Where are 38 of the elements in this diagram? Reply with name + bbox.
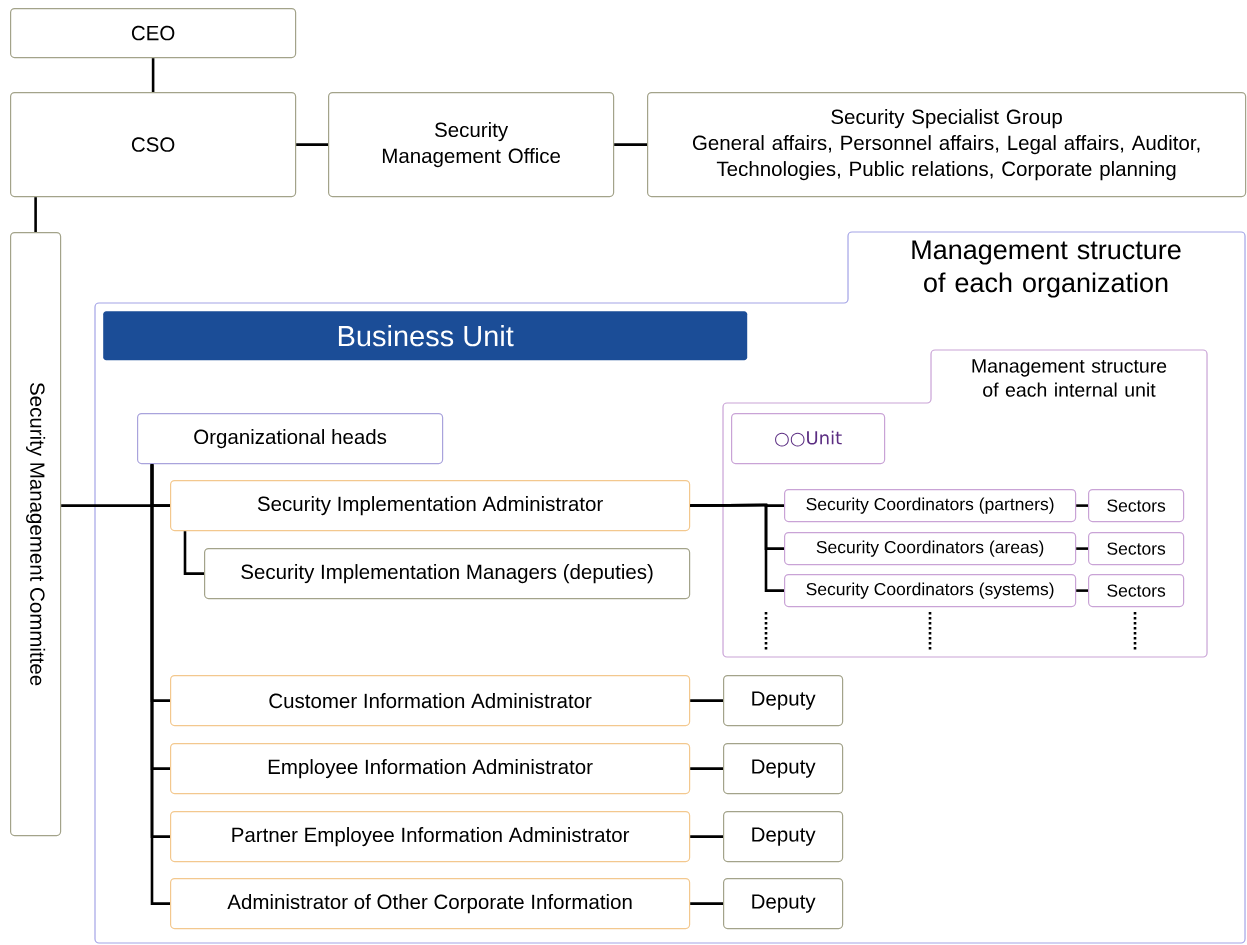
- administrator-box: Security Implementation Administrator: [170, 480, 691, 532]
- connector-line: [690, 902, 723, 905]
- unit-banner: Business Unit: [103, 311, 748, 361]
- office-box: Security Management Office: [328, 92, 615, 198]
- connector-line: [183, 531, 204, 575]
- administrator-box: Customer Information Administrator: [170, 675, 691, 727]
- coordinator-box: Security Coordinators (partners): [784, 489, 1077, 523]
- administrator-box: Employee Information Administrator: [170, 743, 691, 795]
- sectors-box: Sectors: [1088, 489, 1185, 523]
- connector-line: [1076, 504, 1088, 507]
- role-box: CEO: [10, 8, 297, 59]
- connector-line: [690, 767, 723, 770]
- connector-line: [296, 143, 328, 146]
- heads-box: Organizational heads: [137, 413, 444, 465]
- connector-line: [151, 58, 155, 92]
- connector-line: [690, 699, 723, 702]
- sectors-box: Sectors: [1088, 532, 1185, 566]
- group-box: Security Specialist Group General affairs, Personnel affairs, Legal affairs, Auditor, Technologies, Public relations, Corporate planning: [647, 92, 1247, 198]
- role-box: CSO: [10, 92, 297, 198]
- connector-line: [150, 464, 170, 905]
- sectors-box: Sectors: [1088, 574, 1185, 608]
- coordinator-box: Security Coordinators (areas): [784, 532, 1077, 566]
- deputy-box: Deputy: [723, 743, 844, 795]
- committee-box: Security Management Committee: [10, 232, 62, 837]
- connector-line: [1076, 589, 1088, 592]
- connector-line: [690, 835, 723, 838]
- coordinator-box: Security Coordinators (systems): [784, 574, 1077, 608]
- managers-box: Security Implementation Managers (deputies): [204, 548, 691, 600]
- administrator-box: Partner Employee Information Administrator: [170, 811, 691, 863]
- connector-line: [1076, 547, 1088, 550]
- administrator-box: Administrator of Other Corporate Information: [170, 878, 691, 930]
- unit-box: ○○Unit: [731, 413, 886, 465]
- deputy-box: Deputy: [723, 675, 844, 727]
- connector-line: [614, 143, 647, 146]
- deputy-box: Deputy: [723, 878, 844, 930]
- deputy-box: Deputy: [723, 811, 844, 863]
- connector-line: [34, 197, 37, 232]
- connector-line: [690, 503, 784, 592]
